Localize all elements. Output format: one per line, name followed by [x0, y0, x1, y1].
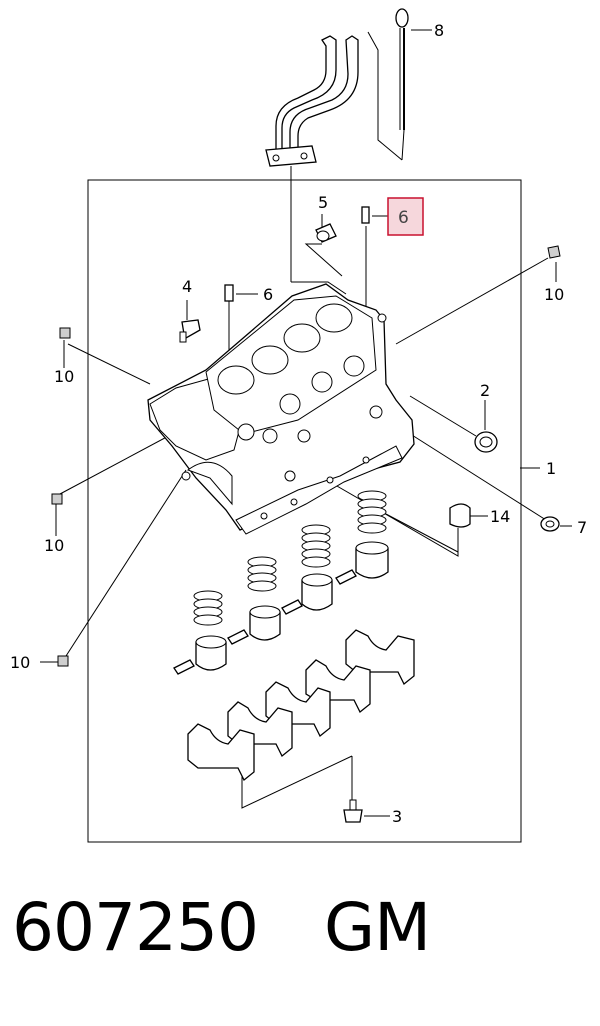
callout-10-left-low: 10 [10, 653, 30, 672]
exploded-parts-diagram: 8 5 6 4 6 10 10 2 1 14 7 10 10 3 [10, 8, 587, 843]
nut-10-left-mid [51, 493, 63, 505]
highlight-box [387, 197, 424, 236]
engine-block [147, 283, 415, 535]
nut-10-left-low [57, 655, 69, 667]
callout-3: 3 [392, 807, 402, 826]
bearing-caps [187, 629, 415, 782]
callout-8: 8 [434, 21, 444, 40]
plug-14 [449, 503, 471, 528]
diagram-frame [87, 179, 522, 843]
piston-2 [227, 556, 281, 645]
piston-set [173, 490, 389, 675]
callout-6-highlighted: 6 [398, 208, 409, 228]
piston-3 [281, 524, 333, 615]
callout-10-left-top: 10 [54, 367, 74, 386]
caption: 607250 GM [12, 889, 431, 966]
callout-10-left-mid: 10 [44, 536, 64, 555]
pin-6a [361, 206, 370, 224]
callout-7: 7 [577, 518, 587, 537]
plug-2 [474, 431, 498, 453]
piston-1 [173, 590, 227, 675]
dipstick [395, 8, 409, 161]
oil-filler-tube [265, 35, 359, 167]
nut-10-left-top [59, 327, 71, 339]
nut-10-top-right [547, 245, 561, 259]
callout-10-right: 10 [544, 285, 564, 304]
pin-6b [224, 284, 234, 302]
jet-4 [179, 319, 201, 343]
seal-7 [540, 516, 560, 532]
callout-4: 4 [182, 277, 192, 296]
bushing-5 [315, 223, 337, 243]
part-number: 607250 [12, 889, 259, 966]
bolt-3 [343, 799, 363, 823]
callout-14: 14 [490, 507, 510, 526]
brand-name: GM [323, 889, 431, 966]
callout-5: 5 [318, 193, 328, 212]
callout-6: 6 [263, 285, 273, 304]
callout-2: 2 [480, 381, 490, 400]
callout-1: 1 [546, 459, 556, 478]
piston-4 [335, 490, 389, 585]
